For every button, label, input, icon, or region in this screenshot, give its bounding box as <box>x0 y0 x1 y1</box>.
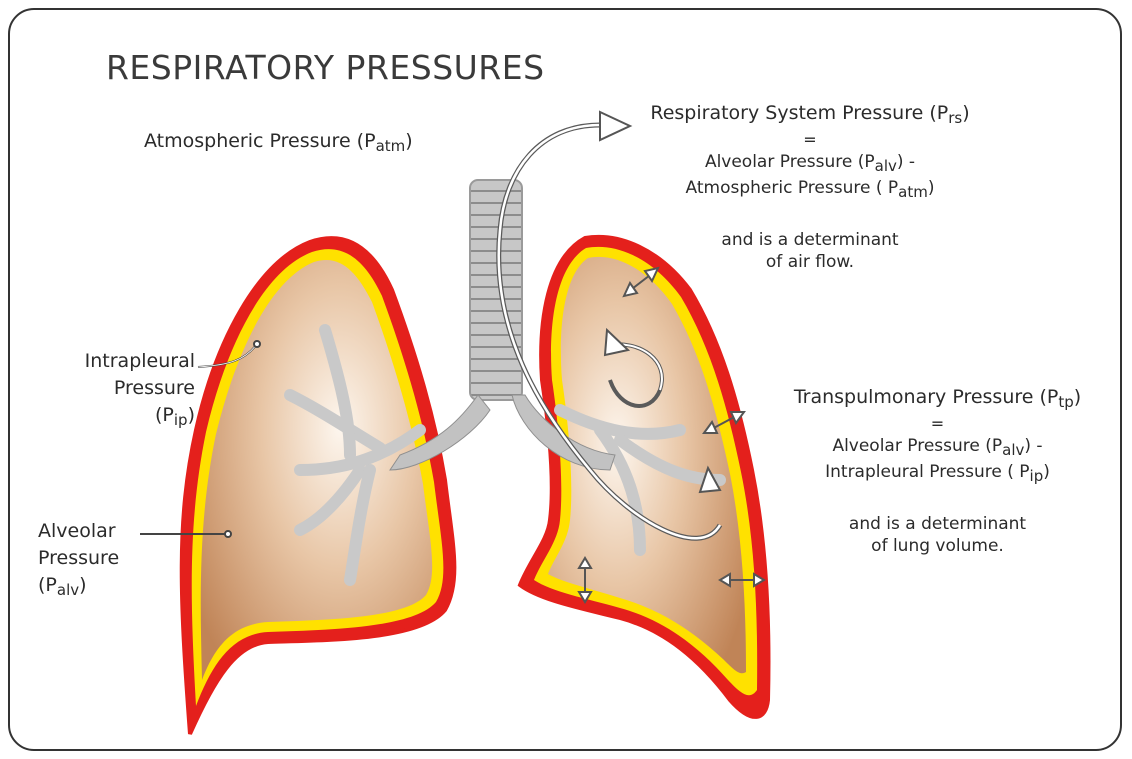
intrapleural-pressure-label: Intrapleural Pressure (Pip) <box>20 348 195 434</box>
respiratory-system-pressure-block: Respiratory System Pressure (Prs) = Alve… <box>640 102 980 273</box>
rs-line-1: Alveolar Pressure (Palv) - <box>640 151 980 177</box>
right-lung <box>520 237 768 717</box>
rs-equals: = <box>640 129 980 151</box>
tp-determinant-2: of lung volume. <box>760 535 1115 557</box>
rs-line-2: Atmospheric Pressure ( Patm) <box>640 177 980 203</box>
transpulmonary-pressure-block: Transpulmonary Pressure (Ptp) = Alveolar… <box>760 386 1115 557</box>
page-title: RESPIRATORY PRESSURES <box>106 48 545 87</box>
atmospheric-pressure-label: Atmospheric Pressure (Patm) <box>144 130 413 157</box>
tp-equals: = <box>760 413 1115 435</box>
left-lung <box>182 238 455 734</box>
rs-determinant-1: and is a determinant <box>640 229 980 251</box>
tp-line-2: Intrapleural Pressure ( Pip) <box>760 461 1115 487</box>
tp-heading: Transpulmonary Pressure (Ptp) <box>760 386 1115 413</box>
rs-determinant-2: of air flow. <box>640 251 980 273</box>
alveolar-pressure-label: Alveolar Pressure (Palv) <box>38 518 119 604</box>
tp-determinant-1: and is a determinant <box>760 513 1115 535</box>
rs-heading: Respiratory System Pressure (Prs) <box>640 102 980 129</box>
tp-line-1: Alveolar Pressure (Palv) - <box>760 435 1115 461</box>
